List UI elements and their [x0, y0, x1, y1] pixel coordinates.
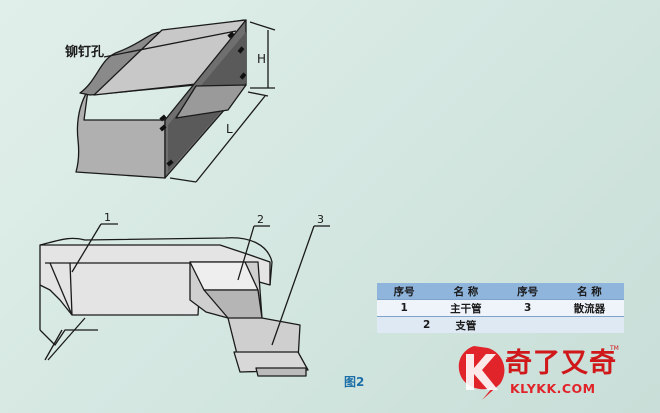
legend-cell: 1 [377, 299, 432, 317]
legend-cell [554, 316, 624, 333]
legend-cell: 主干管 [431, 299, 501, 317]
trademark-mark: TM [609, 345, 619, 352]
legend-row: 2 支管 [377, 316, 624, 333]
legend-header-row: 序号 名 称 序号 名 称 [377, 283, 624, 300]
part-number-3: 3 [317, 213, 324, 226]
brand-logo-icon: TM [458, 345, 619, 400]
brand-chinese-text: 奇了又奇 [505, 348, 617, 379]
legend-cell: 支管 [431, 316, 501, 333]
legend-header-name-2: 名 称 [554, 283, 624, 300]
length-dimension-label: L [226, 122, 233, 136]
rivet-hole-label: 铆钉孔 [65, 45, 105, 60]
legend-header-no-2: 序号 [500, 283, 555, 300]
legend-header-no-1: 序号 [377, 283, 432, 300]
brand-url-text: KLYKK.COM [510, 381, 596, 396]
legend-cell: 2 [377, 316, 432, 333]
legend-cell: 3 [500, 299, 555, 317]
parts-legend-table: 序号 名 称 序号 名 称 1 主干管 3 散流器 2 支管 [377, 283, 624, 333]
legend-header-name-1: 名 称 [431, 283, 501, 300]
part-number-2: 2 [257, 213, 264, 226]
part-number-1: 1 [104, 211, 111, 224]
legend-cell: 散流器 [554, 299, 624, 317]
height-dimension-label: H [257, 52, 267, 66]
figure-caption: 图2 [344, 375, 365, 389]
legend-row: 1 主干管 3 散流器 [377, 299, 624, 317]
legend-cell [500, 316, 555, 333]
